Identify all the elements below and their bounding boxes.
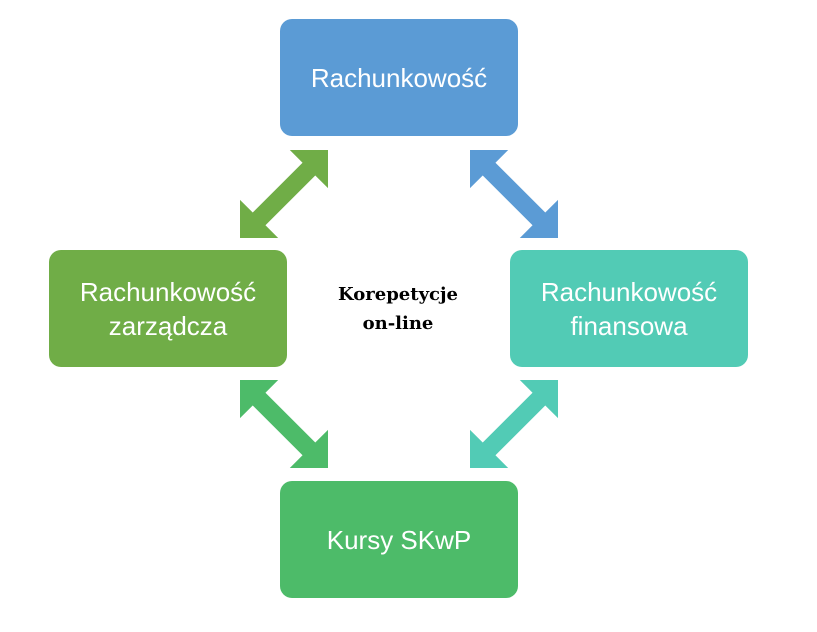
center-label: Korepetycje on-line (300, 280, 496, 338)
arrow-top-left (240, 150, 328, 238)
arrow-top-right (470, 150, 558, 238)
node-label-line2: zarządcza (108, 310, 228, 341)
node-label: Kursy SKwP (326, 524, 472, 555)
node-kursy-skwp: Kursy SKwP (280, 481, 518, 598)
node-label-line2: finansowa (570, 310, 688, 341)
center-label-line2: on-line (362, 313, 434, 334)
node-rachunkowosc: Rachunkowość (280, 19, 518, 136)
node-rachunkowosc-zarzadcza: Rachunkowość zarządcza (49, 250, 287, 367)
node-rachunkowosc-finansowa: Rachunkowość finansowa (510, 250, 748, 367)
node-label-line1: Rachunkowość (79, 276, 257, 307)
arrow-bottom-right (470, 380, 558, 468)
node-label-line1: Rachunkowość (540, 276, 718, 307)
node-label: Rachunkowość (310, 62, 488, 93)
center-label-line1: Korepetycje (338, 284, 458, 305)
arrow-bottom-left (240, 380, 328, 468)
